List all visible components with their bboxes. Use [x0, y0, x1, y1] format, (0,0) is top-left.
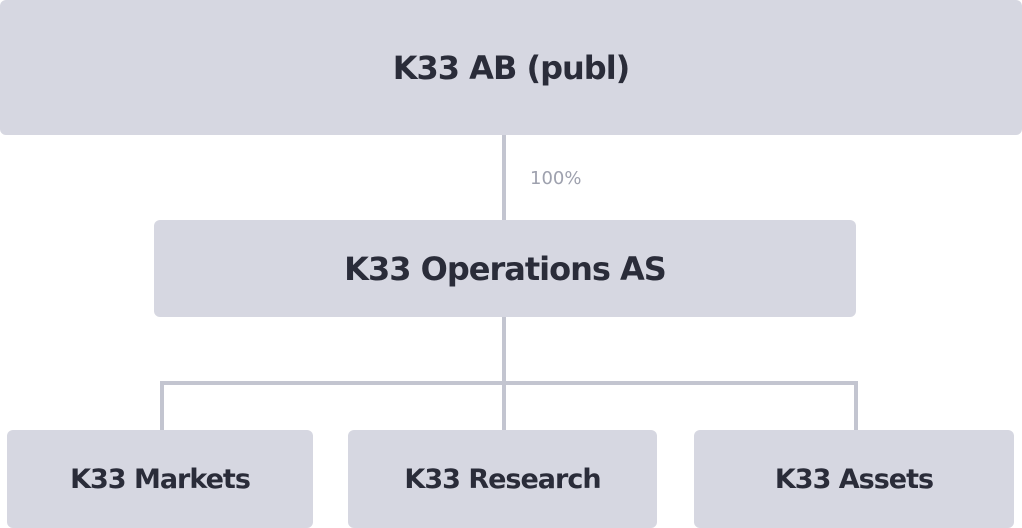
connector-assets — [854, 381, 858, 430]
connector-root-middle — [502, 135, 506, 220]
ownership-percentage: 100% — [530, 168, 582, 189]
child-entity-label: K33 Markets — [70, 463, 251, 495]
child-entity-box-assets: K33 Assets — [694, 430, 1014, 528]
child-entity-label: K33 Assets — [774, 463, 934, 495]
root-entity-label: K33 AB (publ) — [392, 48, 631, 87]
middle-entity-box: K33 Operations AS — [154, 220, 856, 317]
connector-markets — [160, 381, 164, 430]
child-entity-box-research: K33 Research — [348, 430, 657, 528]
child-entity-box-markets: K33 Markets — [7, 430, 313, 528]
root-entity-box: K33 AB (publ) — [0, 0, 1022, 135]
middle-entity-label: K33 Operations AS — [344, 249, 667, 288]
connector-middle-down — [502, 317, 506, 430]
child-entity-label: K33 Research — [404, 463, 601, 495]
connector-horizontal — [160, 381, 858, 385]
